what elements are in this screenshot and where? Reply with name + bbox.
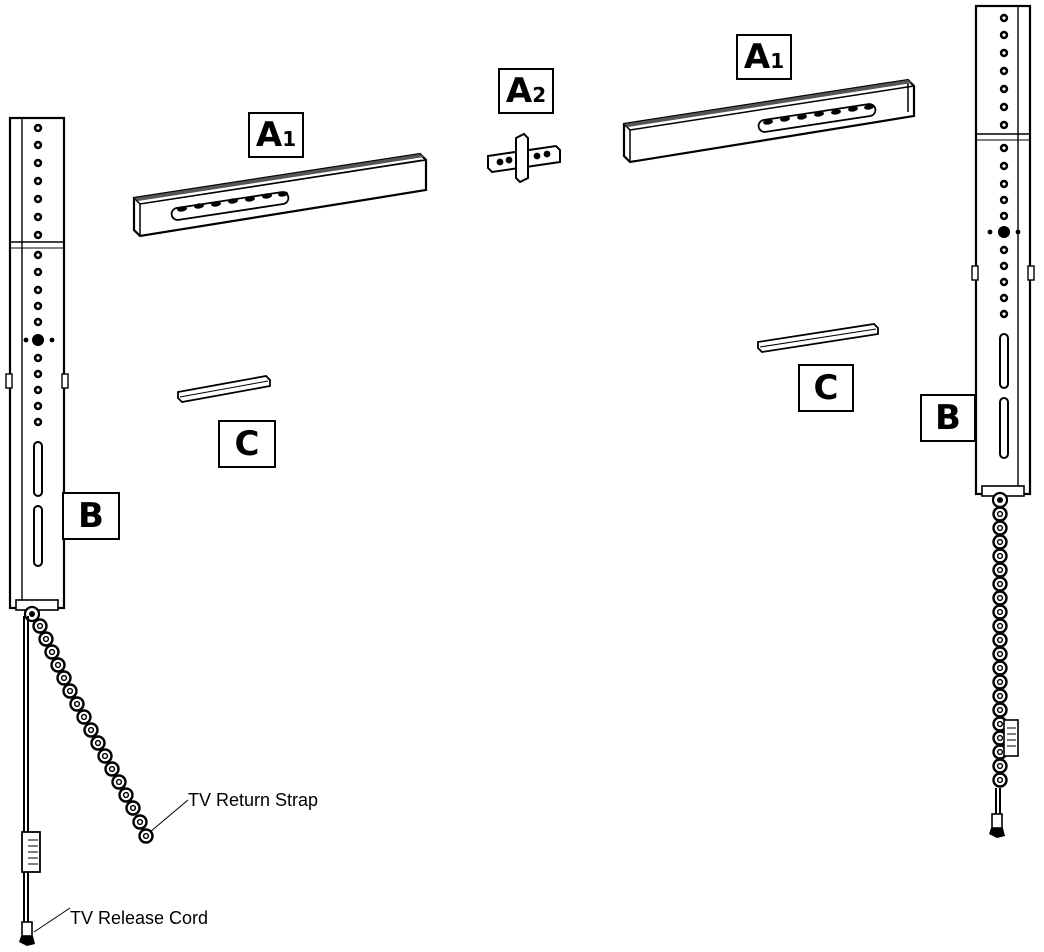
rail-a1-right	[622, 78, 916, 164]
label-a1-left-subscript: 1	[282, 127, 297, 151]
label-a2-subscript: 2	[532, 83, 547, 107]
label-c-left: C	[218, 420, 276, 468]
rail-slot-row	[170, 191, 290, 221]
callout-return-strap: TV Return Strap	[188, 790, 319, 810]
connector-a2	[487, 132, 561, 184]
label-c-right: C	[798, 364, 854, 412]
label-a1-left-letter: A	[255, 115, 283, 155]
label-a1-right-subscript: 1	[770, 49, 785, 73]
spacer-c-right	[757, 323, 879, 353]
label-b-right: B	[920, 394, 976, 442]
rail-slot-row	[757, 103, 877, 133]
release-cord-right	[989, 719, 1019, 838]
upright-b-left	[5, 116, 69, 623]
label-a2-letter: A	[505, 71, 533, 111]
label-a1-right-letter: A	[743, 37, 771, 77]
label-b-left-letter: B	[78, 496, 104, 536]
release-cord-leader	[33, 907, 71, 933]
return-strap-leader	[149, 799, 189, 833]
label-c-left-letter: C	[234, 424, 260, 464]
upright-b-right	[971, 4, 1035, 509]
label-b-left: B	[62, 492, 120, 540]
callout-release-cord: TV Release Cord	[70, 908, 209, 928]
spacer-c-left	[177, 375, 271, 403]
return-strap-left	[32, 618, 154, 844]
label-b-right-letter: B	[935, 398, 961, 438]
label-c-right-letter: C	[813, 368, 839, 408]
release-cord-left	[19, 616, 41, 946]
rail-a1-left	[132, 152, 428, 238]
